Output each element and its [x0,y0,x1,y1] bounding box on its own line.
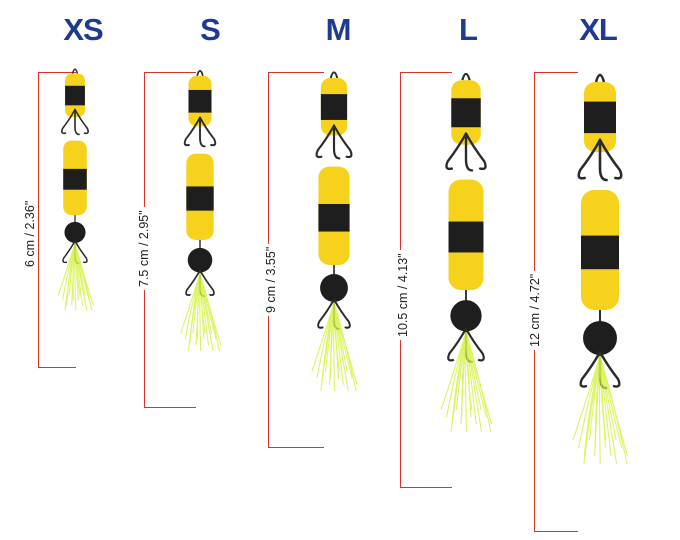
treble-hook [445,132,487,172]
treble-hook [315,124,353,160]
foam-float [320,78,348,136]
black-bead [583,321,617,355]
treble-hook [183,116,217,148]
treble-hook [61,108,89,136]
foam-float [581,190,619,310]
feather-tail [440,332,493,432]
lure-illustration-xs [57,68,95,311]
foam-float [318,166,350,265]
black-bead [320,274,348,302]
lure-illustration-s [180,69,222,351]
size-label-l: L [459,12,478,47]
lure-illustration-xl [572,73,628,465]
foam-float [188,75,212,127]
feather-tail [572,355,628,465]
eye-ring [71,68,79,74]
black-bead [64,221,86,243]
size-label-xl: XL [579,12,618,47]
eye-ring [461,72,471,81]
foam-float [63,140,87,215]
eye-ring [329,71,339,79]
eye-ring [196,69,204,77]
foam-float [186,153,214,240]
treble-hook [577,138,623,182]
foam-float [584,82,616,152]
foam-float [451,80,481,145]
eye-ring [594,73,606,83]
black-bead [450,300,482,332]
length-bracket-xs [38,72,76,368]
size-label-s: S [200,12,221,47]
size-label-xs: XS [63,12,103,47]
feather-tail [180,272,222,351]
lure-illustration-m [311,71,358,392]
black-bead [187,247,213,273]
size-label-m: M [325,12,352,47]
foam-float [65,73,85,118]
feather-tail [57,243,95,311]
foam-float [448,179,484,290]
feather-tail [311,302,358,392]
lure-illustration-l [440,72,493,432]
